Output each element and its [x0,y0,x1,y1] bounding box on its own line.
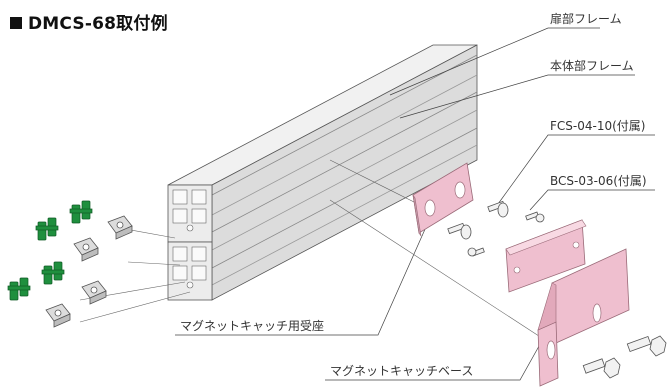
t-nut [45,303,71,328]
green-clip [35,217,59,241]
diagram-title: DMCS-68取付例 [10,9,168,34]
frame-groove [211,54,478,196]
aluminum-frame-assembly [167,44,478,301]
label-door-frame: 扉部フレーム [550,11,622,26]
frame-groove [211,74,478,216]
bcs-screw [525,211,545,223]
frame-side-face [211,44,478,301]
green-clip [41,261,65,285]
hex-bolt [582,357,621,379]
t-nut [73,237,99,262]
diagram-title-text: DMCS-68取付例 [28,14,168,34]
frame-groove [211,127,478,269]
leader-lines [79,27,655,381]
label-base: マグネットキャッチベース [330,364,473,378]
t-nut [81,280,107,305]
magnet-catch-plate [505,219,587,293]
frame-groove [211,109,478,251]
green-clip [7,277,31,301]
leader-bcs [529,189,655,211]
leader-door-frame [389,27,600,96]
green-clip [69,200,93,224]
magnet-catch-seat-plate [412,162,474,237]
frame-profile-detail [172,189,207,289]
leader-fcs [497,134,655,205]
t-nut-set [45,215,133,328]
bcs-screw [467,247,485,257]
title-square-icon [10,17,22,29]
magnet-catch-base-plate [537,248,630,387]
leader-body-frame [399,74,635,119]
hex-bolt [626,335,667,357]
label-seat: マグネットキャッチ用受座 [180,318,324,333]
label-bcs: BCS-03-06(付属) [550,174,647,188]
label-body-frame: 本体部フレーム [550,58,634,73]
frame-groove [211,144,478,286]
t-nut [107,215,133,240]
fcs-screw [487,200,509,218]
leader-seat [175,217,431,336]
frame-groove [211,91,478,233]
fcs-screw [447,222,472,240]
label-fcs: FCS-04-10(付属) [550,119,645,133]
green-clip-set [7,200,93,301]
